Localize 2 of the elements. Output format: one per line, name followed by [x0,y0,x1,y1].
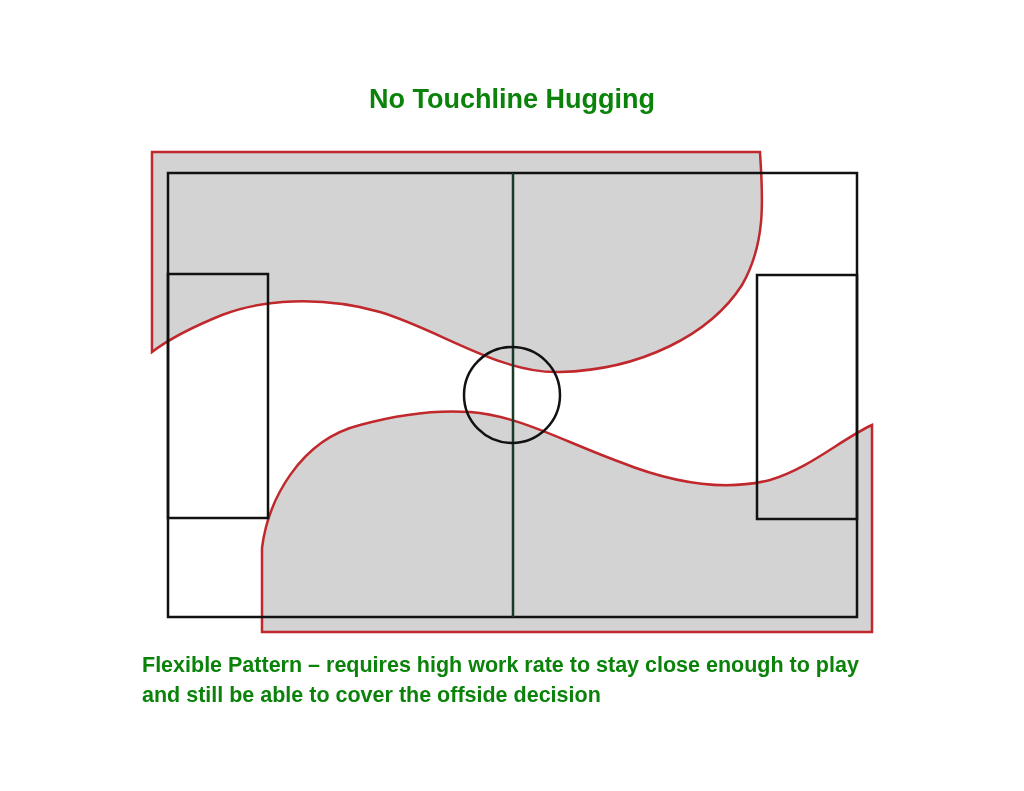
caption: Flexible Pattern – requires high work rate to stay close enough to play and still be able to cover the offside decision [142,652,860,709]
title: No Touchline Hugging [368,84,656,115]
